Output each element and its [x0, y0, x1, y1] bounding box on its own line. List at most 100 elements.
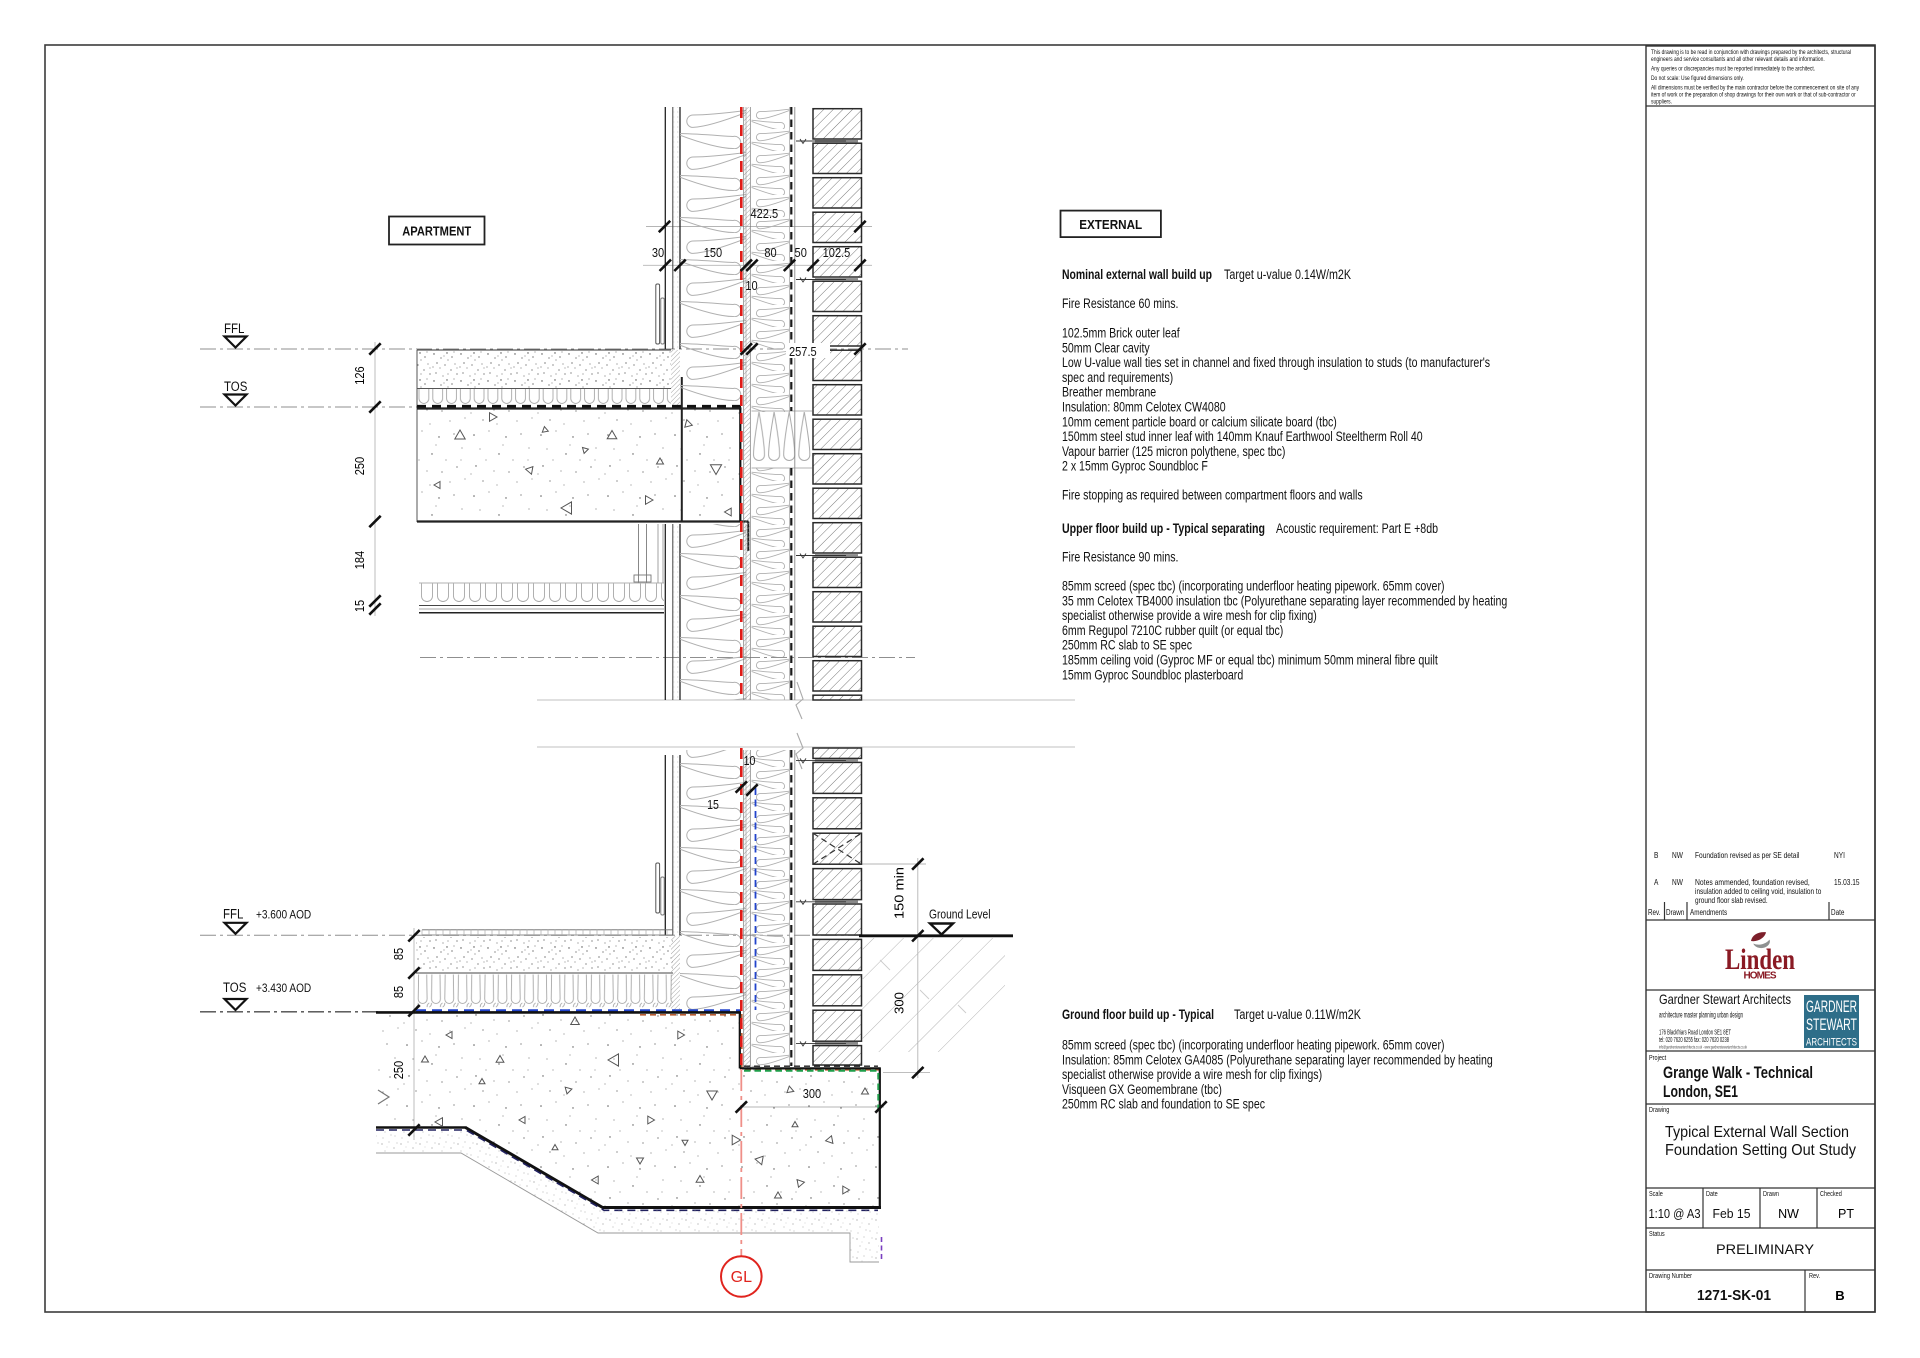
svg-text:spec and requirements): spec and requirements): [1062, 370, 1173, 385]
svg-text:specialist otherwise provide a: specialist otherwise provide a wire mesh…: [1062, 1067, 1322, 1082]
svg-text:TOS: TOS: [223, 980, 246, 995]
svg-text:STEWART: STEWART: [1806, 1016, 1857, 1034]
svg-text:15.03.15: 15.03.15: [1834, 877, 1860, 887]
svg-text:FFL: FFL: [223, 907, 244, 922]
svg-text:85mm screed (spec tbc) (incorp: 85mm screed (spec tbc) (incorporating un…: [1062, 579, 1445, 594]
svg-text:150mm steel stud inner leaf wi: 150mm steel stud inner leaf with 140mm K…: [1062, 429, 1423, 444]
svg-text:Insulation: 80mm Celotex CW408: Insulation: 80mm Celotex CW4080: [1062, 400, 1226, 415]
svg-text:Notes ammended, foundation: Notes ammended, foundation revised,: [1695, 877, 1810, 887]
svg-text:FFL: FFL: [224, 321, 245, 336]
svg-text:Fire stopping as required betw: Fire stopping as required between compar…: [1062, 488, 1363, 503]
svg-text:102.5mm Brick outer leaf: 102.5mm Brick outer leaf: [1062, 326, 1180, 341]
svg-text:250mm RC slab to SE spec: 250mm RC slab to SE spec: [1062, 638, 1192, 653]
svg-text:HOMES: HOMES: [1744, 971, 1777, 982]
svg-text:Foundation Setting Out Study: Foundation Setting Out Study: [1665, 1142, 1856, 1159]
svg-text:specialist otherwise provide a: specialist otherwise provide a wire mesh…: [1062, 608, 1317, 623]
svg-text:184: 184: [352, 551, 367, 569]
svg-text:126: 126: [352, 366, 367, 384]
svg-text:Rev.: Rev.: [1648, 908, 1661, 917]
svg-text:GL: GL: [731, 1269, 752, 1286]
svg-text:Fire Resistance 60 mins.: Fire Resistance 60 mins.: [1062, 296, 1179, 311]
svg-text:info@gardnerstewartarchitects.: info@gardnerstewartarchitects.co.uk - ww…: [1659, 1045, 1747, 1050]
svg-text:1:10 @ A3: 1:10 @ A3: [1649, 1207, 1701, 1221]
svg-text:Feb 15: Feb 15: [1713, 1207, 1751, 1221]
svg-text:10mm cement particle board or: 10mm cement particle board or calcium si…: [1062, 414, 1337, 429]
svg-text:insulation added to ceiling vo: insulation added to ceiling void, insula…: [1695, 886, 1822, 896]
svg-text:suppliers.: suppliers.: [1651, 98, 1672, 105]
svg-text:85: 85: [391, 986, 406, 998]
svg-text:+3.430 AOD: +3.430 AOD: [256, 981, 311, 995]
svg-text:architecture master planning: architecture master planning urban desig…: [1659, 1011, 1743, 1020]
svg-text:Drawn: Drawn: [1763, 1191, 1779, 1198]
svg-text:Low U-value wall ties set in c: Low U-value wall ties set in channel and…: [1062, 355, 1490, 370]
svg-text:NW: NW: [1672, 850, 1683, 860]
svg-text:10: 10: [745, 278, 757, 293]
svg-text:TOS: TOS: [224, 379, 247, 394]
svg-text:50mm Clear cavity: 50mm Clear cavity: [1062, 340, 1150, 355]
svg-text:6mm Regupol 7210C rubber quilt: 6mm Regupol 7210C rubber quilt (or equal…: [1062, 623, 1283, 638]
svg-text:EXTERNAL: EXTERNAL: [1079, 217, 1142, 232]
svg-text:10: 10: [744, 754, 756, 768]
svg-text:80: 80: [764, 245, 776, 260]
svg-text:1271-SK-01: 1271-SK-01: [1697, 1288, 1771, 1304]
svg-text:PRELIMINARY: PRELIMINARY: [1716, 1241, 1815, 1257]
svg-text:+3.600 AOD: +3.600 AOD: [256, 908, 311, 922]
svg-text:257.5: 257.5: [789, 344, 817, 359]
svg-text:Typical External Wall Section: Typical External Wall Section: [1665, 1124, 1849, 1141]
svg-text:15: 15: [352, 600, 367, 612]
svg-text:Date: Date: [1831, 908, 1845, 917]
svg-text:50: 50: [795, 245, 807, 260]
svg-text:Scale: Scale: [1649, 1191, 1663, 1198]
svg-text:Acoustic requirement: Part E +: Acoustic requirement: Part E +8db: [1276, 521, 1438, 536]
svg-text:15: 15: [707, 798, 719, 812]
svg-text:All dimensions must be verifie: All dimensions must be verified by the m…: [1651, 85, 1860, 92]
svg-text:Ground floor build up - Typica: Ground floor build up - Typical: [1062, 1007, 1214, 1022]
svg-text:Drawing: Drawing: [1649, 1107, 1669, 1114]
svg-text:Rev.: Rev.: [1809, 1273, 1820, 1280]
svg-text:176 Blackfriars Road London: 176 Blackfriars Road London SE1 8ET: [1659, 1030, 1731, 1037]
svg-text:30: 30: [652, 245, 664, 260]
svg-text:NYI: NYI: [1834, 850, 1845, 860]
svg-text:2 x 15mm Gyproc Soundbloc F: 2 x 15mm Gyproc Soundbloc F: [1062, 459, 1208, 474]
svg-text:85: 85: [391, 948, 406, 960]
svg-text:Project: Project: [1649, 1055, 1666, 1062]
svg-text:Any queries or discrepancies m: Any queries or discrepancies must be rep…: [1651, 66, 1815, 73]
svg-text:Insulation: 85mm Celotex GA408: Insulation: 85mm Celotex GA4085 (Polyure…: [1062, 1052, 1493, 1067]
svg-text:Drawn: Drawn: [1666, 908, 1684, 917]
svg-text:ground floor slab revised.: ground floor slab revised.: [1695, 895, 1768, 905]
svg-text:Gardner Stewart Architects: Gardner Stewart Architects: [1659, 992, 1791, 1007]
svg-text:B: B: [1835, 1288, 1844, 1303]
svg-text:Date: Date: [1706, 1191, 1718, 1198]
svg-text:15mm Gyproc Soundbloc plasterb: 15mm Gyproc Soundbloc plasterboard: [1062, 667, 1243, 682]
svg-text:Target u-value 0.14W/m2K: Target u-value 0.14W/m2K: [1224, 267, 1351, 282]
svg-text:102.5: 102.5: [823, 245, 851, 260]
svg-text:B: B: [1654, 850, 1659, 860]
svg-text:Status: Status: [1649, 1231, 1665, 1238]
svg-text:London, SE1: London, SE1: [1663, 1083, 1738, 1101]
svg-text:250: 250: [391, 1061, 406, 1079]
svg-text:Upper floor build up - Typical: Upper floor build up - Typical separatin…: [1062, 521, 1265, 536]
svg-text:ARCHITECTS: ARCHITECTS: [1806, 1037, 1857, 1049]
svg-text:NW: NW: [1672, 877, 1683, 887]
svg-text:Target u-value 0.11W/m2K: Target u-value 0.11W/m2K: [1234, 1007, 1361, 1022]
svg-text:Grange Walk - Technical: Grange Walk - Technical: [1663, 1064, 1813, 1082]
svg-text:185mm ceiling void (Gyproc MF: 185mm ceiling void (Gyproc MF or equal t…: [1062, 653, 1438, 668]
svg-text:A: A: [1654, 877, 1659, 887]
svg-text:Linden: Linden: [1725, 943, 1795, 976]
svg-text:300: 300: [892, 992, 907, 1014]
svg-text:This drawing is to be read in: This drawing is to be read in conjunctio…: [1651, 49, 1851, 56]
svg-text:Do not scale: Use figured dime: Do not scale: Use figured dimensions onl…: [1651, 75, 1744, 82]
svg-text:Breather membrane: Breather membrane: [1062, 385, 1156, 400]
svg-text:Amendments: Amendments: [1690, 908, 1727, 917]
svg-text:300: 300: [803, 1086, 821, 1101]
svg-text:PT: PT: [1838, 1207, 1854, 1221]
svg-text:Foundation revised as per SE: Foundation revised as per SE detail: [1695, 850, 1800, 860]
svg-text:150: 150: [704, 245, 722, 260]
svg-text:35 mm Celotex TB4000 insulatio: 35 mm Celotex TB4000 insulation tbc (Pol…: [1062, 593, 1507, 608]
svg-text:150 min: 150 min: [892, 867, 907, 919]
svg-text:engineers and service consulta: engineers and service consultants and al…: [1651, 56, 1825, 63]
svg-text:422.5: 422.5: [751, 206, 779, 221]
svg-text:250: 250: [352, 457, 367, 475]
svg-text:GARDNER: GARDNER: [1806, 998, 1857, 1016]
svg-text:APARTMENT: APARTMENT: [402, 224, 471, 239]
